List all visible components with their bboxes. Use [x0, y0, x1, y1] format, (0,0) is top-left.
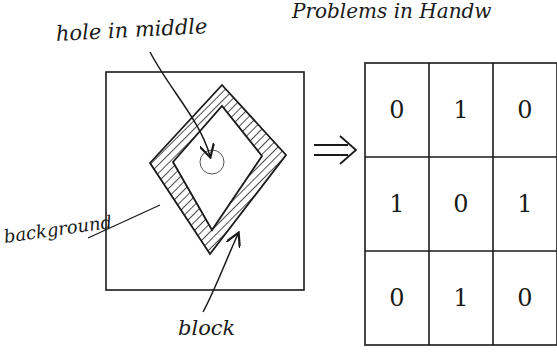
table-cell: 0 [517, 98, 532, 122]
callout-label: hole in middle [55, 16, 207, 45]
table-cell: 0 [517, 286, 532, 310]
implies-arrow [314, 136, 356, 164]
table-cell: 1 [453, 286, 468, 310]
table-cell: 0 [389, 286, 404, 310]
leader-line [203, 234, 238, 312]
table-cell: 1 [453, 98, 468, 122]
image-frame [106, 72, 304, 290]
table-cell: 1 [517, 192, 532, 216]
table-cell: 1 [389, 192, 404, 216]
callout-label: background [3, 213, 113, 246]
block-band [150, 85, 286, 254]
callout-label: block [178, 318, 235, 339]
hole-circle [200, 150, 224, 174]
grid [365, 63, 557, 345]
page-heading: Problems in Handw [292, 1, 491, 21]
leader-line [150, 52, 210, 156]
table-cell: 0 [453, 192, 468, 216]
table-cell: 0 [389, 98, 404, 122]
